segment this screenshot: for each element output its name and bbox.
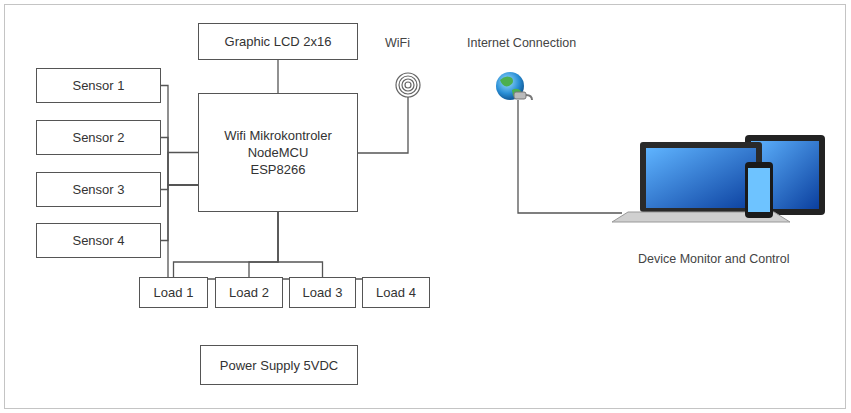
box-text: Load 2 xyxy=(229,284,269,301)
wifi-label: WiFi xyxy=(385,36,410,50)
frame xyxy=(5,5,846,409)
box-text: Sensor 4 xyxy=(72,232,124,249)
connector-wire xyxy=(278,212,323,277)
internet-wire xyxy=(518,100,622,213)
sensor-box: Sensor 1 xyxy=(36,68,161,103)
load-box: Load 3 xyxy=(289,277,356,308)
box-text: Sensor 3 xyxy=(72,181,124,198)
connector-wire xyxy=(161,185,198,190)
wifi-wire xyxy=(358,97,408,153)
sensor-box: Sensor 3 xyxy=(36,172,161,207)
box-text: Sensor 1 xyxy=(72,77,124,94)
network-label: Internet Connection xyxy=(467,36,576,50)
box-text: Load 4 xyxy=(376,284,416,301)
devices-illustration xyxy=(612,135,825,222)
load-box: Load 2 xyxy=(215,277,283,308)
connector-wire xyxy=(161,86,198,186)
globe-icon xyxy=(496,72,532,100)
display-box: Graphic LCD 2x16 xyxy=(198,23,358,60)
box-text: Load 3 xyxy=(303,284,343,301)
box-text: Sensor 2 xyxy=(72,129,124,146)
connector-wire xyxy=(161,138,198,186)
load-box: Load 4 xyxy=(362,277,430,308)
box-text: Power Supply 5VDC xyxy=(220,357,339,374)
connector-wire xyxy=(174,212,279,277)
sensor-box: Sensor 2 xyxy=(36,120,161,155)
device-label: Device Monitor and Control xyxy=(638,252,789,266)
box-text: Graphic LCD 2x16 xyxy=(225,33,332,50)
load-box: Load 1 xyxy=(139,277,208,308)
box-text: Load 1 xyxy=(154,284,194,301)
connector-wire xyxy=(249,212,278,277)
controller-box: Wifi Mikrokontroler NodeMCU ESP8266 xyxy=(198,93,358,212)
wifi-symbol xyxy=(396,73,420,97)
connector-wire xyxy=(277,60,278,93)
sensor-box: Sensor 4 xyxy=(36,223,161,258)
connector-wire xyxy=(161,185,198,241)
box-text: Wifi Mikrokontroler NodeMCU ESP8266 xyxy=(219,127,337,178)
power-supply-box: Power Supply 5VDC xyxy=(200,345,358,385)
